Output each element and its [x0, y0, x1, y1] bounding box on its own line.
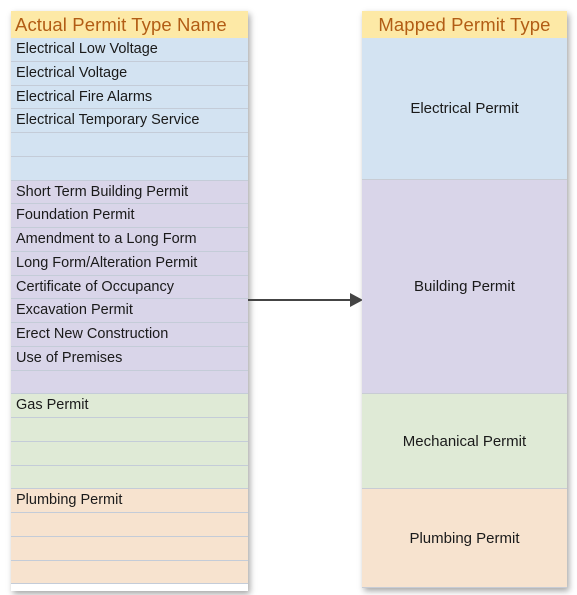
permit-row-plumb: [11, 560, 248, 585]
permit-row-build: Long Form/Alteration Permit: [11, 251, 248, 276]
permit-row-elec: [11, 133, 248, 157]
mapped-permit-header: Mapped Permit Type: [362, 11, 567, 38]
permit-row-mech: [11, 441, 248, 466]
mapped-label-elec: Electrical Permit: [410, 100, 519, 117]
mapped-block-mech: Mechanical Permit: [362, 394, 567, 489]
permit-row-mech: Gas Permit: [11, 394, 248, 418]
actual-permit-table: Actual Permit Type Name Electrical Low V…: [11, 11, 248, 591]
mapped-label-mech: Mechanical Permit: [402, 432, 527, 450]
permit-row-elec: Electrical Low Voltage: [11, 38, 248, 62]
permit-row-elec: Electrical Temporary Service: [11, 109, 248, 133]
permit-row-build: [11, 370, 248, 395]
mapped-label-plumb: Plumbing Permit: [409, 529, 520, 547]
permit-row-build: Use of Premises: [11, 346, 248, 371]
permit-row-elec: Electrical Voltage: [11, 61, 248, 86]
permit-row-build: Short Term Building Permit: [11, 180, 248, 205]
permit-row-elec: [11, 156, 248, 181]
permit-row-build: Foundation Permit: [11, 204, 248, 228]
permit-row-mech: [11, 465, 248, 490]
permit-row-plumb: [11, 513, 248, 537]
mapped-label-build: Building Permit: [414, 278, 515, 295]
permit-row-build: Amendment to a Long Form: [11, 228, 248, 252]
mapped-block-elec: Electrical Permit: [362, 38, 567, 180]
permit-row-build: Certificate of Occupancy: [11, 275, 248, 300]
actual-permit-header: Actual Permit Type Name: [11, 11, 248, 38]
permit-row-plumb: Plumbing Permit: [11, 489, 248, 513]
permit-row-plumb: [11, 536, 248, 561]
mapped-block-build: Building Permit: [362, 180, 567, 394]
permit-row-mech: [11, 418, 248, 442]
mapping-arrow-icon: [248, 293, 363, 307]
mapped-block-plumb: Plumbing Permit: [362, 489, 567, 588]
permit-row-elec: Electrical Fire Alarms: [11, 85, 248, 110]
permit-row-build: Erect New Construction: [11, 323, 248, 347]
permit-row-build: Excavation Permit: [11, 299, 248, 323]
